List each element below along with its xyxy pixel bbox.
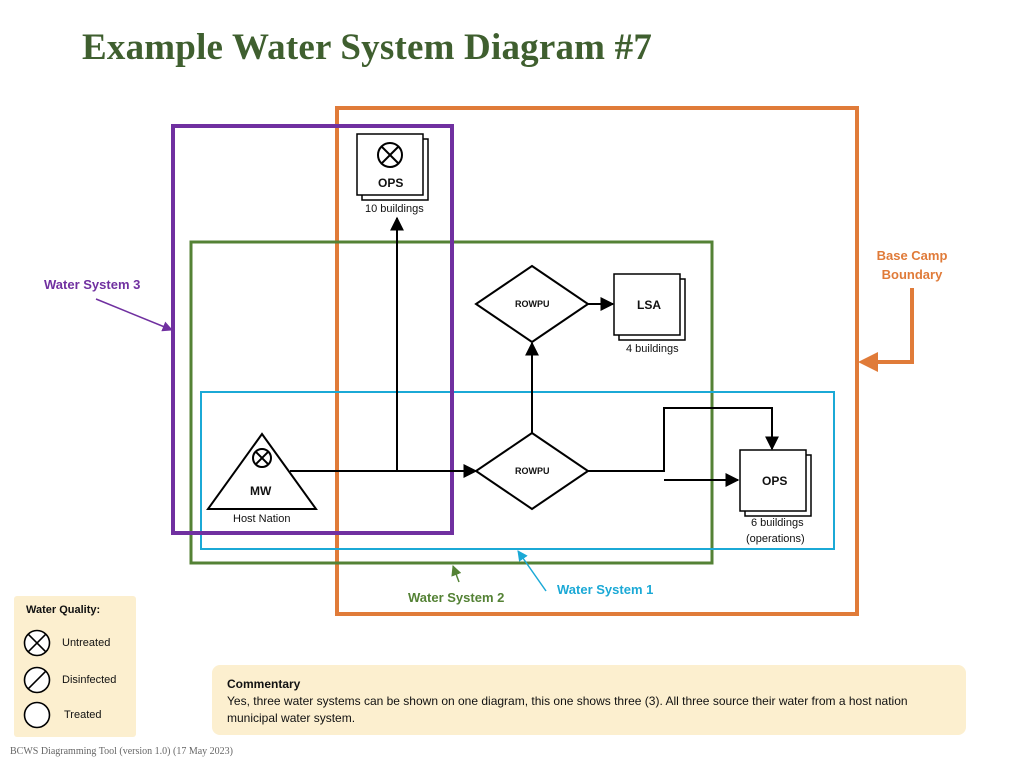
untreated-icon — [252, 448, 272, 468]
water-system-3-boundary — [171, 124, 454, 535]
lsa-label: LSA — [637, 298, 661, 312]
mw-label: MW — [250, 484, 272, 498]
mw-caption: Host Nation — [233, 513, 291, 525]
base-camp-boundary — [335, 106, 859, 616]
base-camp-boundary-label: Base Camp Boundary — [876, 248, 948, 282]
rowpu-lower-node[interactable] — [474, 431, 590, 511]
mw-source-node[interactable] — [206, 432, 318, 510]
rowpu-lower-label: ROWPU — [515, 466, 550, 476]
circle-x-icon — [23, 629, 51, 657]
flow-mw-to-ops-top — [290, 216, 404, 472]
footer-version: BCWS Diagramming Tool (version 1.0) (17 … — [10, 746, 233, 757]
lsa-node[interactable] — [613, 273, 686, 341]
water-system-1-label: Water System 1 — [557, 582, 654, 597]
ops-right-caption-1: 6 buildings — [751, 517, 804, 529]
water-system-1-callout-arrow — [517, 550, 547, 592]
lsa-caption: 4 buildings — [626, 343, 679, 355]
flow-rowpu-lower-to-ops-right — [588, 407, 779, 472]
circle-icon — [23, 701, 51, 729]
page-title: Example Water System Diagram #7 — [82, 27, 653, 68]
ops-top-label: OPS — [378, 176, 404, 190]
water-system-2-label: Water System 2 — [408, 590, 505, 605]
rowpu-upper-node[interactable] — [474, 264, 590, 344]
legend-item-disinfected: Disinfected — [62, 674, 117, 686]
ops-top-node[interactable] — [356, 133, 429, 201]
rowpu-upper-label: ROWPU — [515, 299, 550, 309]
water-quality-legend: Water Quality: Untreated Disinfected Tre… — [14, 596, 136, 737]
ops-right-node[interactable] — [739, 449, 812, 517]
commentary-title: Commentary — [227, 677, 301, 691]
ops-right-label: OPS — [762, 474, 788, 488]
ops-right-caption-2: (operations) — [746, 533, 805, 545]
ops-top-caption: 10 buildings — [365, 203, 424, 215]
water-system-2-callout-arrow — [451, 565, 462, 583]
commentary-box: Commentary Yes, three water systems can … — [212, 665, 966, 735]
water-system-3-label: Water System 3 — [44, 277, 141, 292]
legend-item-treated: Treated — [64, 709, 102, 721]
legend-item-untreated: Untreated — [62, 637, 111, 649]
legend-title: Water Quality: — [26, 604, 101, 616]
commentary-text: Yes, three water systems can be shown on… — [227, 694, 908, 725]
base-camp-callout-arrow — [858, 288, 914, 372]
water-system-3-callout-arrow — [95, 298, 173, 332]
untreated-icon — [377, 142, 403, 168]
water-system-1-boundary — [200, 391, 835, 550]
circle-slash-icon — [23, 666, 51, 694]
